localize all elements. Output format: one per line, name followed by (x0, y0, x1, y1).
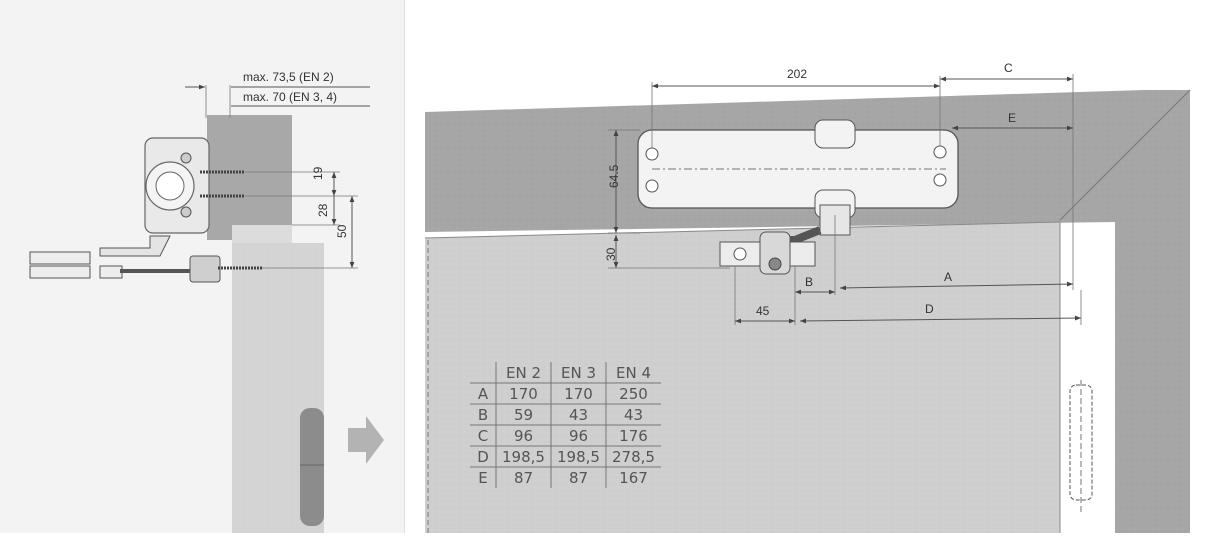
label-max-en2: max. 73,5 (EN 2) (243, 70, 334, 84)
table-header: EN 4 (616, 364, 651, 382)
label-c: C (1004, 61, 1013, 75)
label-19: 19 (311, 166, 325, 180)
table-cell: 96 (569, 427, 588, 445)
table-row-key: D (477, 448, 489, 466)
label-50: 50 (335, 224, 349, 238)
table-cell: 96 (514, 427, 533, 445)
closer-side (29, 137, 262, 283)
front-view: 202 C E 64.5 30 B A (405, 0, 1212, 533)
label-max-en34: max. 70 (EN 3, 4) (243, 90, 337, 104)
table-cell: 250 (619, 385, 648, 403)
table-cell: 198,5 (502, 448, 545, 466)
table-cell: 43 (624, 406, 643, 424)
table-row-key: A (478, 385, 489, 403)
table-cell: 170 (509, 385, 538, 403)
table-cell: 167 (619, 469, 648, 487)
table-cell: 278,5 (612, 448, 655, 466)
closer-arm (719, 204, 851, 275)
label-28: 28 (316, 203, 330, 217)
table-cell: 176 (619, 427, 648, 445)
table-header: EN 3 (561, 364, 596, 382)
table-row-key: E (478, 469, 487, 487)
label-64-5: 64.5 (607, 164, 621, 188)
front-dimensions: 202 C E 64.5 30 B A (604, 61, 1082, 325)
table-cell: 87 (569, 469, 588, 487)
table-row-key: B (478, 406, 488, 424)
table-cell: 59 (514, 406, 533, 424)
label-e: E (1008, 111, 1016, 125)
arrow-right-icon (348, 416, 384, 464)
table-cell: 43 (569, 406, 588, 424)
side-view: max. 73,5 (EN 2) max. 70 (EN 3, 4) 19 28… (0, 0, 405, 533)
hinge (300, 408, 324, 526)
table-row-key: C (478, 427, 488, 445)
label-d: D (925, 302, 934, 316)
table-cell: 170 (564, 385, 593, 403)
label-45: 45 (756, 304, 770, 318)
side-dimensions: max. 73,5 (EN 2) max. 70 (EN 3, 4) 19 28… (185, 70, 370, 269)
closer-body (637, 119, 959, 219)
table-cell: 87 (514, 469, 533, 487)
table-header: EN 2 (506, 364, 541, 382)
label-202: 202 (787, 67, 807, 81)
table-cell: 198,5 (557, 448, 600, 466)
frame-gap (232, 225, 292, 243)
label-30: 30 (604, 247, 618, 261)
label-a: A (944, 270, 952, 284)
label-b: B (805, 275, 813, 289)
